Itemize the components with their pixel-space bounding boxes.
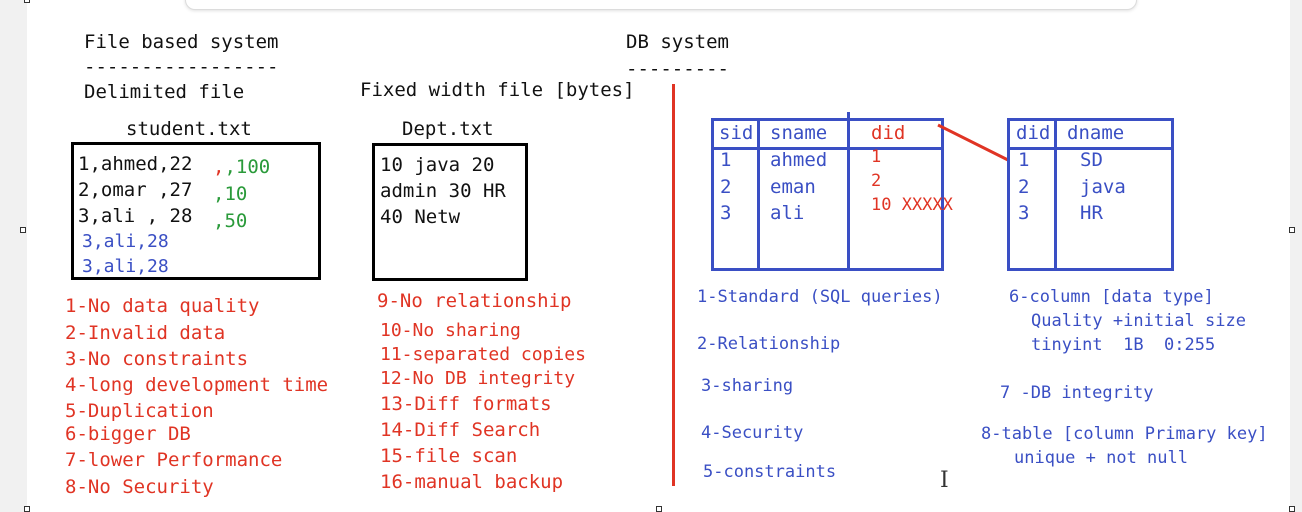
dept-table [1007, 118, 1174, 271]
table-header-separator [711, 147, 944, 150]
delimited-file-title: Delimited file [84, 81, 245, 103]
student-row: 2,omar ,27 [78, 179, 193, 201]
table-column-separator [1054, 118, 1057, 271]
db-feature-item: 5-constraints [703, 462, 837, 482]
db-section-title: DB system [626, 31, 729, 53]
dept-table-cell: 3 [1018, 202, 1030, 224]
file-problem-item: 12-No DB integrity [380, 368, 576, 389]
db-feature-item: 3-sharing [701, 376, 794, 396]
dept-file-box [372, 143, 528, 281]
student-extra-value: ,10 [213, 183, 248, 205]
file-problem-item: 9-No relationship [377, 290, 572, 312]
student-row: 1,ahmed,22 [78, 153, 193, 175]
resize-handle-top-left[interactable] [24, 0, 30, 3]
file-problem-item: 7-lower Performance [65, 449, 283, 471]
student-duplicate-row: 3,ali,28 [82, 231, 169, 252]
student-table-cell: 1 [871, 147, 882, 167]
db-feature-detail: unique + not null [1014, 448, 1188, 468]
file-problem-item: 14-Diff Search [380, 419, 541, 441]
student-extra-value: ,,100 [213, 156, 271, 178]
file-problem-item: 16-manual backup [380, 471, 564, 493]
student-file-name: student.txt [126, 118, 252, 140]
student-table-cell: 2 [871, 171, 882, 191]
student-table-header: sname [770, 122, 828, 144]
relationship-line [937, 123, 1009, 162]
dept-table-header: dname [1067, 122, 1125, 144]
dept-table-header: did [1016, 122, 1051, 144]
db-feature-detail: tinyint 1B 0:255 [1031, 335, 1216, 355]
student-table-cell: 3 [720, 202, 732, 224]
section-divider [672, 84, 675, 486]
student-table-cell: ali [770, 202, 805, 224]
db-feature-item: 7 -DB integrity [1000, 383, 1154, 403]
student-table-header: sid [719, 122, 754, 144]
file-problem-item: 6-bigger DB [65, 423, 191, 445]
student-table-cell: eman [770, 176, 816, 198]
table-header-separator [1007, 147, 1174, 150]
whiteboard-canvas [27, 0, 1290, 512]
dept-row: 10 java 20 [380, 154, 495, 176]
dept-table-cell: SD [1080, 149, 1103, 171]
db-feature-item: 6-column [data type] [1009, 287, 1214, 307]
resize-handle-right[interactable] [1289, 227, 1295, 233]
db-section-underline: --------- [626, 58, 729, 80]
file-problem-item: 8-No Security [65, 476, 214, 498]
dept-table-cell: 2 [1018, 176, 1030, 198]
student-table-cell: 1 [720, 149, 732, 171]
resize-handle-bottom-center[interactable] [656, 506, 662, 512]
file-problem-item: 3-No constraints [65, 348, 249, 370]
dept-table-cell: 1 [1018, 149, 1030, 171]
student-table-cell: ahmed [770, 149, 828, 171]
dept-row: admin 30 HR [380, 180, 506, 202]
db-feature-item: 2-Relationship [697, 334, 841, 354]
resize-handle-bottom-right[interactable] [1289, 506, 1295, 512]
file-problem-item: 11-separated copies [380, 344, 586, 365]
table-column-separator [847, 112, 850, 270]
dept-file-name: Dept.txt [402, 118, 494, 140]
student-table-cell: 2 [720, 176, 732, 198]
student-file-box [71, 142, 321, 280]
resize-handle-bottom-left[interactable] [24, 506, 30, 512]
student-extra-value: ,50 [213, 210, 248, 232]
dept-table-cell: HR [1080, 202, 1103, 224]
db-feature-item: 8-table [column Primary key] [981, 424, 1268, 444]
text-cursor-icon: I [940, 468, 949, 493]
file-problem-item: 13-Diff formats [380, 393, 552, 415]
db-feature-item: 4-Security [701, 423, 804, 443]
resize-handle-left[interactable] [20, 227, 26, 233]
student-duplicate-row: 3,ali,28 [82, 256, 169, 277]
file-problem-item: 10-No sharing [380, 320, 521, 341]
file-problem-item: 15-file scan [380, 445, 518, 467]
file-section-underline: ----------------- [84, 56, 279, 78]
file-problem-item: 2-Invalid data [65, 322, 226, 344]
student-table-cell: 10 XXXXX [871, 195, 953, 215]
student-table [711, 118, 944, 271]
top-toolbar [185, 0, 1137, 10]
fixed-width-file-title: Fixed width file [bytes] [360, 79, 635, 101]
table-column-separator [757, 118, 760, 268]
db-feature-item: 1-Standard (SQL queries) [697, 287, 943, 307]
file-section-title: File based system [84, 31, 279, 53]
student-table-header: did [871, 122, 906, 144]
file-problem-item: 4-long development time [65, 374, 329, 396]
dept-row: 40 Netw [380, 206, 461, 228]
dept-table-cell: java [1080, 176, 1126, 198]
db-feature-detail: Quality +initial size [1031, 311, 1246, 331]
student-row: 3,ali , 28 [78, 205, 193, 227]
file-problem-item: 1-No data quality [65, 295, 260, 317]
file-problem-item: 5-Duplication [65, 400, 214, 422]
